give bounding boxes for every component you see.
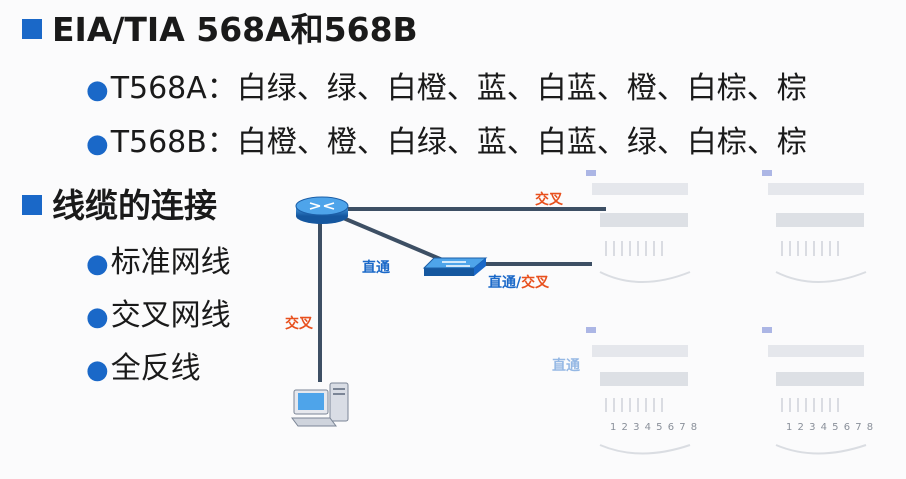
rollover-cable-text: 全反线 — [110, 351, 201, 386]
marker-icon — [586, 170, 596, 176]
section-heading-standards: EIA/TIA 568A和568B — [22, 10, 418, 50]
label-switch-right-a: 直通 — [488, 275, 516, 291]
router-icon — [295, 196, 349, 224]
bullet-square-icon — [22, 19, 42, 39]
bullet-dot-icon: ● — [86, 249, 109, 279]
label-router-pc: 交叉 — [285, 316, 313, 332]
standard-cable-text: 标准网线 — [110, 245, 231, 280]
marker-icon — [762, 327, 772, 333]
bullet-dot-icon: ● — [86, 355, 109, 385]
list-item-rollover-cable: ●全反线 — [86, 350, 201, 389]
connector-top-left — [592, 183, 691, 283]
label-faded: 直通 — [552, 358, 580, 374]
bullet-square-icon — [22, 195, 42, 215]
connector-top-right — [768, 183, 867, 283]
pin-numbers-left: 1 2 3 4 5 6 7 8 — [610, 422, 698, 433]
list-item-standard-cable: ●标准网线 — [86, 244, 231, 283]
t568a-text: T568A：白绿、绿、白橙、蓝、白蓝、橙、白棕、棕 — [110, 71, 807, 106]
section-heading-cables: 线缆的连接 — [22, 186, 217, 226]
crossover-cable-text: 交叉网线 — [110, 298, 231, 333]
label-router-switch: 直通 — [362, 260, 390, 276]
section-title-cables: 线缆的连接 — [52, 186, 217, 225]
connector-bottom-right — [768, 345, 867, 455]
section-title-standards: EIA/TIA 568A和568B — [52, 10, 418, 49]
switch-icon — [422, 257, 488, 276]
marker-icon — [586, 327, 596, 333]
pc-icon — [291, 382, 349, 427]
label-router-right: 交叉 — [535, 192, 563, 208]
bullet-dot-icon: ● — [86, 302, 109, 332]
bullet-dot-icon: ● — [86, 75, 109, 105]
t568b-text: T568B：白橙、橙、白绿、蓝、白蓝、绿、白棕、棕 — [110, 125, 807, 160]
list-item-t568a: ●T568A：白绿、绿、白橙、蓝、白蓝、橙、白棕、棕 — [86, 70, 807, 109]
list-item-t568b: ●T568B：白橙、橙、白绿、蓝、白蓝、绿、白棕、棕 — [86, 124, 807, 163]
rj45-wiring-diagrams — [586, 170, 867, 455]
bullet-dot-icon: ● — [86, 129, 109, 159]
list-item-crossover-cable: ●交叉网线 — [86, 297, 231, 336]
marker-icon — [762, 170, 772, 176]
pin-numbers-right: 1 2 3 4 5 6 7 8 — [786, 422, 874, 433]
label-switch-right: 直通/交叉 — [488, 272, 549, 292]
label-switch-right-b: 交叉 — [521, 275, 550, 291]
connector-bottom-left — [592, 345, 691, 455]
label-switch-right-sep: / — [516, 275, 522, 291]
